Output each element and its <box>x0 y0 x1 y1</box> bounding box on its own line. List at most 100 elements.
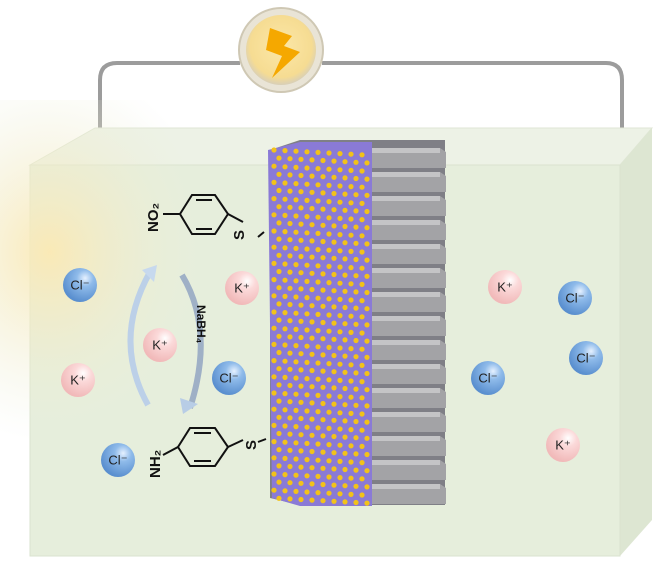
nanoparticle-dot <box>320 400 326 407</box>
nanoparticle-dot <box>326 312 332 318</box>
nanoparticle-dot <box>353 289 359 295</box>
nanoparticle-dot <box>298 270 304 276</box>
nanoparticle-dot <box>271 147 277 153</box>
nanoparticle-dot <box>293 488 299 494</box>
nanoparticle-dot <box>337 345 343 351</box>
nanoparticle-dot <box>315 473 321 479</box>
light-bulb <box>238 7 324 93</box>
lightning-bolt-icon <box>266 28 300 78</box>
nanoparticle-dot <box>348 216 354 222</box>
nanoparticle-dot <box>298 334 304 341</box>
nanoparticle-dot <box>359 411 365 417</box>
nanoparticle-dot <box>348 297 354 303</box>
nanoparticle-dot <box>282 293 288 299</box>
nanoparticle-dot <box>271 439 277 445</box>
nanoparticle-dot <box>304 278 310 284</box>
nanoparticle-dot <box>364 451 370 458</box>
nanoparticle-dot <box>320 336 326 342</box>
nanoparticle-dot <box>337 458 343 464</box>
nanoparticle-dot <box>348 248 354 254</box>
nanoparticle-dot <box>282 455 288 461</box>
nanoparticle-dot <box>271 260 277 266</box>
nanoparticle-dot <box>353 305 359 311</box>
nanoparticle-dot <box>298 415 304 422</box>
nanoparticle-dot <box>348 184 354 190</box>
nanoparticle-dot <box>331 320 337 326</box>
nanoparticle-dot <box>304 327 310 333</box>
nanoparticle-dot <box>337 151 343 157</box>
nanoparticle-dot <box>282 391 288 397</box>
nanoparticle-dot <box>276 463 282 469</box>
nanoparticle-dot <box>337 264 343 270</box>
nanoparticle-dot <box>353 467 359 473</box>
nanoparticle-dot <box>348 378 354 384</box>
nanoparticle-dot <box>287 237 293 243</box>
nanoparticle-dot <box>309 286 315 293</box>
nanoparticle-dot <box>304 295 310 301</box>
nanoparticle-dot <box>364 468 370 474</box>
nanoparticle-dot <box>309 238 315 244</box>
nanoparticle-dot <box>326 215 332 221</box>
nanoparticle-dot <box>359 233 365 239</box>
nanoparticle-dot <box>304 181 310 187</box>
nanoparticle-dot <box>331 352 337 359</box>
nanoparticle-dot <box>287 220 293 227</box>
nanoparticle-dot <box>337 410 343 416</box>
nanoparticle-dot <box>293 359 299 365</box>
nanoparticle-dot <box>309 481 315 487</box>
nanoparticle-dot <box>315 149 321 155</box>
nanoparticle-dot <box>364 419 370 425</box>
nanoparticle-dot <box>287 480 293 486</box>
nanoparticle-dot <box>348 167 354 173</box>
nanoparticle-dot <box>364 370 370 377</box>
nanoparticle-dot <box>331 288 337 294</box>
nanoparticle-dot <box>304 359 310 365</box>
nanoparticle-dot <box>342 402 348 408</box>
nanoparticle-dot <box>326 442 332 448</box>
nanoparticle-dot <box>320 174 326 180</box>
nanoparticle-dot <box>309 448 315 455</box>
nanoparticle-dot <box>298 205 304 211</box>
nanoparticle-dot <box>282 261 288 267</box>
nanoparticle-dot <box>326 490 332 496</box>
nanoparticle-dot <box>287 156 293 162</box>
nanoparticle-dot <box>276 252 282 258</box>
nanoparticle-dot <box>293 245 299 251</box>
nanoparticle-dot <box>309 222 315 228</box>
nanoparticle-dot <box>320 319 326 326</box>
ion-label: K⁺ <box>70 373 86 388</box>
nanoparticle-dot <box>331 271 337 278</box>
nanoparticle-dot <box>320 238 326 245</box>
nanoparticle-dot <box>304 408 310 414</box>
nanoparticle-dot <box>315 311 321 317</box>
nanoparticle-dot <box>315 360 321 366</box>
nanoparticle-dot <box>315 392 321 398</box>
nanoparticle-dot <box>348 232 354 238</box>
aminothiophenol-molecule <box>162 427 267 467</box>
nanoparticle-dot <box>282 326 288 332</box>
nanoparticle-dot <box>342 272 348 278</box>
nanoparticle-dot <box>359 168 365 174</box>
nanoparticle-dot <box>364 484 370 490</box>
nanoparticle-dot <box>337 296 343 302</box>
nanoparticle-dot <box>282 196 288 202</box>
nanoparticle-dot <box>287 253 293 259</box>
nanoparticle-dot <box>276 285 282 291</box>
nanoparticle-dot <box>364 273 370 279</box>
nanoparticle-dot <box>364 338 370 344</box>
nanoparticle-dot <box>304 424 310 430</box>
nanoparticle-dot <box>320 271 326 277</box>
nitrothiophenol-molecule <box>163 194 265 238</box>
nanoparticle-dot <box>353 386 359 392</box>
nanoparticle-dot <box>282 148 288 154</box>
nanoparticle-dot <box>359 395 365 401</box>
nanoparticle-dot <box>359 379 365 385</box>
nanoparticle-dot <box>298 253 304 260</box>
nanoparticle-dot <box>359 476 365 482</box>
nanoparticle-dot <box>304 165 310 171</box>
nanoparticle-dot <box>364 208 370 215</box>
nanoparticle-dot <box>353 208 359 214</box>
nanoparticle-dot <box>287 431 293 437</box>
nanoparticle-dot <box>342 466 348 473</box>
nanoparticle-dot <box>359 184 365 190</box>
